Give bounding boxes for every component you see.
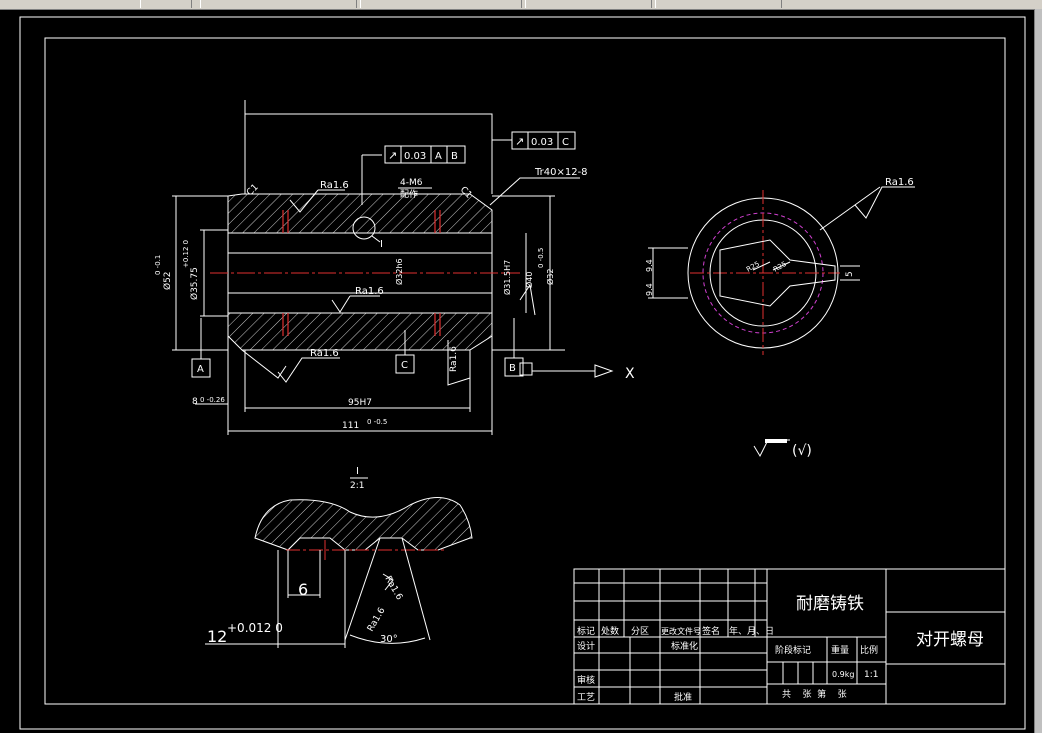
title-block: 耐磨铸铁 对开螺母 标记 处数 分区 更改文件号 签名 年、月、日 设计 标准化… [573, 568, 1006, 705]
detail-circle [352, 216, 376, 240]
svg-text:0 -0.26: 0 -0.26 [200, 396, 225, 404]
material-label: 耐磨铸铁 [796, 594, 864, 614]
section-view: I ↗ 0.03 A B ↗ 0.03 C Tr40×12-8 [154, 100, 635, 435]
svg-text:111: 111 [342, 421, 359, 431]
svg-text:Ra1.6: Ra1.6 [366, 606, 388, 634]
svg-text:0.9kg: 0.9kg [832, 670, 854, 679]
svg-text:Ra1.6: Ra1.6 [449, 346, 459, 372]
svg-text:签名: 签名 [702, 625, 720, 637]
toolbar-segment[interactable] [360, 0, 522, 8]
svg-text:30°: 30° [380, 634, 398, 645]
svg-text:I: I [356, 466, 359, 477]
detail-marker: I [380, 239, 383, 250]
svg-text:审核: 审核 [577, 674, 595, 686]
fcf-left: ↗ 0.03 A B [384, 145, 466, 164]
svg-text:更改文件号: 更改文件号 [661, 626, 701, 636]
inner-border [44, 37, 1006, 705]
svg-text:阶段标记: 阶段标记 [775, 644, 811, 656]
svg-text:0 -0.5: 0 -0.5 [537, 248, 545, 268]
svg-text:B: B [451, 151, 458, 162]
svg-text:Ra1.6: Ra1.6 [320, 180, 349, 191]
tap-label: 4-M6 [400, 178, 423, 188]
svg-text:Ø35.75: Ø35.75 [189, 267, 200, 300]
scrollbar[interactable] [1034, 9, 1042, 733]
svg-text:9.4: 9.4 [645, 259, 654, 272]
svg-text:8: 8 [192, 397, 198, 407]
svg-text:分区: 分区 [631, 626, 649, 637]
toolbar-strip [0, 0, 1042, 10]
svg-text:C: C [562, 137, 569, 148]
thread-label: Tr40×12-8 [534, 167, 588, 178]
svg-text:共 张 第 张: 共 张 第 张 [782, 688, 847, 700]
svg-text:处数: 处数 [601, 625, 619, 637]
svg-text:↗: ↗ [388, 149, 397, 162]
svg-text:A: A [197, 364, 204, 375]
svg-text:0 -0.5: 0 -0.5 [367, 418, 387, 426]
svg-text:R25: R25 [745, 260, 761, 274]
svg-text:Ra1.6: Ra1.6 [382, 575, 404, 603]
toolbar-segment[interactable] [525, 0, 652, 8]
cad-drawing[interactable]: I ↗ 0.03 A B ↗ 0.03 C Tr40×12-8 [0, 9, 1034, 733]
fcf-right: ↗ 0.03 C [511, 131, 576, 150]
svg-text:95H7: 95H7 [348, 398, 372, 408]
svg-text:↗: ↗ [515, 135, 524, 148]
svg-text:+0.12 0: +0.12 0 [182, 240, 190, 268]
detail-view: I 2:1 6 12 +0.012 0 30° Ra1.6 Ra1.6 [205, 466, 473, 648]
svg-text:A: A [435, 151, 442, 162]
svg-text:C: C [401, 360, 408, 371]
svg-text:0 -0.1: 0 -0.1 [154, 255, 162, 275]
svg-text:6: 6 [298, 580, 308, 599]
svg-text:重量: 重量 [831, 644, 849, 656]
svg-text:批准: 批准 [674, 691, 692, 703]
svg-text:(√): (√) [792, 443, 812, 459]
svg-text:1:1: 1:1 [864, 670, 878, 680]
tap-note: 配作 [400, 188, 418, 200]
svg-text:Ra1.6: Ra1.6 [355, 286, 384, 297]
svg-text:标记: 标记 [577, 625, 595, 637]
svg-text:5: 5 [845, 271, 855, 277]
toolbar-segment[interactable] [655, 0, 782, 8]
rest-roughness: (√) [753, 439, 812, 459]
svg-text:年、月、日: 年、月、日 [729, 625, 774, 637]
svg-text:2:1: 2:1 [350, 481, 364, 491]
svg-text:Ø32h6: Ø32h6 [394, 258, 404, 285]
svg-text:标准化: 标准化 [671, 640, 698, 652]
svg-text:Ø31.5H7: Ø31.5H7 [502, 260, 512, 295]
svg-text:工艺: 工艺 [577, 692, 595, 703]
outer-border [19, 16, 1026, 730]
svg-text:0.03: 0.03 [404, 151, 426, 162]
svg-text:Ra1.6: Ra1.6 [310, 348, 339, 359]
view-label: X [625, 366, 635, 382]
toolbar-segment[interactable] [200, 0, 357, 8]
svg-text:0.03: 0.03 [531, 137, 553, 148]
svg-text:B: B [509, 363, 516, 374]
svg-text:设计: 设计 [577, 640, 595, 652]
svg-text:Ra1.6: Ra1.6 [885, 177, 914, 188]
svg-text:9.4: 9.4 [645, 283, 654, 296]
toolbar-segment[interactable] [140, 0, 192, 8]
part-name: 对开螺母 [916, 630, 984, 650]
lower-wall [227, 312, 493, 351]
svg-text:Ø40: Ø40 [524, 272, 534, 288]
svg-text:R25: R25 [772, 260, 788, 274]
svg-text:12: 12 [207, 627, 227, 646]
svg-text:比例: 比例 [860, 644, 878, 656]
svg-text:Ø52: Ø52 [162, 271, 173, 290]
svg-text:Ø32: Ø32 [545, 269, 555, 285]
end-view: R25 R25 9.4 9.4 5 Ra1.6 [645, 177, 915, 355]
svg-text:+0.012 0: +0.012 0 [227, 621, 283, 635]
